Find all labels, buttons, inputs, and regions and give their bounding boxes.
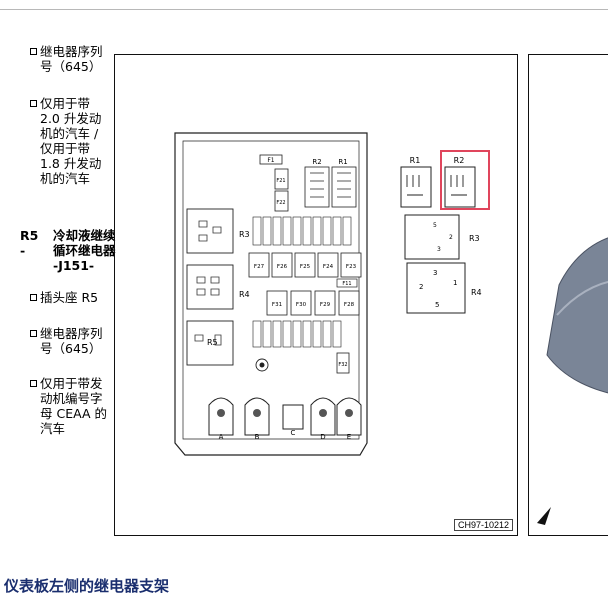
fuse-f25-label: F25 [300,264,311,270]
legend-item-engine-note: 仅用于带 2.0 升发动机的汽车 / 仅用于带 1.8 升发动机的汽车 [30,96,112,186]
fuse-f27-label: F27 [254,264,265,270]
relay-r5-socket-label: R5 [207,338,218,347]
relay-r3-pin-2: 2 [449,234,453,241]
arrow-icon [537,507,551,525]
legend-item-relay-number-2: 继电器序列号（645） [30,326,112,356]
fuse-f23-label: F23 [346,264,357,270]
square-bullet-icon [30,380,37,387]
square-bullet-icon [30,294,37,301]
fuse-f11-label: F11 [342,281,351,287]
fuse-f24-label: F24 [323,264,334,270]
fuse-f1-label: F1 [267,157,274,164]
legend-item-engine-code: 仅用于带发动机编号字母 CEAA 的汽车 [30,376,112,436]
relay-carrier-diagram: F1 F21 F22 R2 R1 R3 R4 R5 [114,54,518,536]
dashboard-photo-drawing [537,237,608,525]
fuse-f29-label: F29 [320,302,331,308]
relay-r2-label: R2 [454,156,465,165]
fuse-f32-label: F32 [338,362,347,368]
connector-d-label: D [320,433,325,441]
legend-item-relay-number: 继电器序列号（645） [30,44,112,74]
section-title: 仪表板左侧的继电器支架 [4,577,170,595]
relay-r4-pin-5: 5 [435,301,439,309]
connector-e-label: E [347,433,351,441]
connector-c-label: C [291,429,296,437]
fuse-f30-label: F30 [296,302,307,308]
photo-figure-cropped [528,54,608,536]
relay-r3-label: R3 [469,234,480,243]
relay-r4-socket-label: R4 [239,290,250,299]
relay-r4-pin-2: 2 [419,283,423,291]
connector-a-label: A [219,433,224,441]
relay-r3-pin-3: 3 [437,246,441,253]
top-divider [0,9,608,10]
relay-r2-top-label: R2 [312,158,321,166]
relay-r1-label: R1 [410,156,421,165]
relay-r4-pin-3: 3 [433,269,437,277]
square-bullet-icon [30,330,37,337]
legend-item-connector: 插头座 R5 [30,290,112,305]
fuse-f31-label: F31 [272,302,282,308]
relay-r4-pin-1: 1 [453,279,457,287]
relay-r3-socket-label: R3 [239,230,250,239]
square-bullet-icon [30,48,37,55]
relay-r1-top-label: R1 [338,158,347,166]
square-bullet-icon [30,100,37,107]
fuse-f22-label: F22 [276,200,285,206]
relay-r4-label: R4 [471,288,482,297]
relay-carrier-drawing: F1 F21 F22 R2 R1 R3 R4 R5 [174,132,490,456]
relay-r3-pin-5: 5 [433,222,437,229]
figure-code: CH97-10212 [453,519,513,531]
connector-b-label: B [255,433,260,441]
fuse-f26-label: F26 [277,264,288,270]
fuse-f28-label: F28 [344,302,355,308]
fuse-f21-label: F21 [276,178,285,184]
highlight-r2-box [440,150,490,210]
